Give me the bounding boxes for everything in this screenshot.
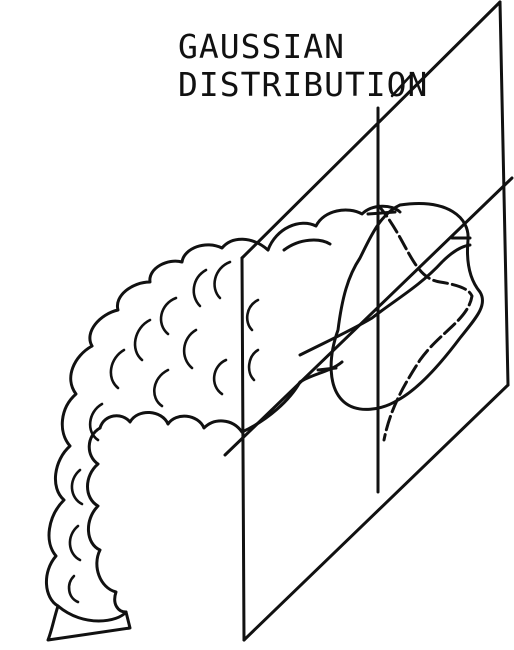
gaussian-curve-vertical	[376, 203, 474, 442]
plume-billows	[67, 260, 260, 604]
plane-top-edge	[240, 0, 502, 260]
billow-curl	[153, 368, 170, 408]
plume-base	[46, 604, 132, 642]
billow-curl	[68, 524, 82, 562]
plume-outline	[88, 237, 270, 348]
label-leader-line	[390, 72, 414, 98]
smoke-plume	[45, 204, 402, 642]
plume-outline	[45, 344, 94, 608]
plane-left-edge	[240, 256, 246, 642]
plane-bottom-edge	[242, 383, 510, 642]
plume-outline	[240, 360, 344, 434]
distribution-contour	[329, 202, 484, 411]
billow-curl	[245, 298, 260, 332]
billow-curl	[109, 348, 126, 390]
billow-curl	[247, 348, 260, 382]
contour-tick	[366, 210, 397, 216]
cross-section-plane	[240, 0, 510, 642]
billow-curl	[159, 296, 178, 336]
billow-curl	[212, 358, 228, 396]
billow-curl	[182, 328, 198, 370]
gaussian-curve-horizontal	[298, 243, 472, 357]
plume-outline	[266, 204, 402, 252]
plume-outline	[98, 411, 244, 434]
billow-curl	[67, 574, 80, 604]
plume-centerline-axis	[223, 176, 514, 457]
billow-curl	[70, 468, 84, 506]
plane-right-edge	[498, 0, 510, 387]
plume-outline	[282, 238, 332, 252]
diagram-label-line-2: DISTRIBUTION	[178, 65, 429, 104]
billow-curl	[133, 318, 152, 362]
billow-curl	[88, 402, 104, 442]
plume-outline	[86, 426, 128, 614]
billow-curl	[192, 268, 208, 308]
diagram-label-line-1: GAUSSIAN	[178, 27, 345, 66]
billow-curl	[213, 260, 232, 300]
